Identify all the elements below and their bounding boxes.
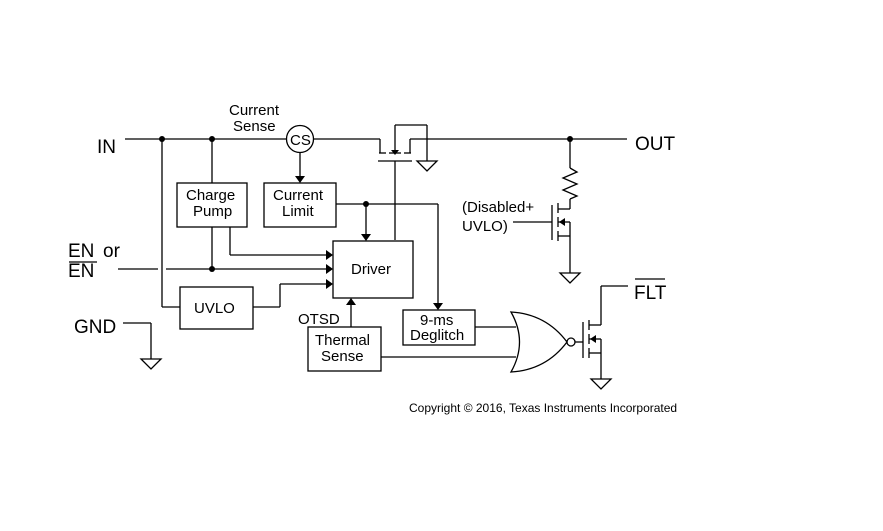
thermal-sense-label-line2: Sense <box>321 348 364 365</box>
pin-en-text: EN <box>68 241 94 262</box>
thermal-sense-block <box>307 326 382 372</box>
pin-gnd-label: GND <box>74 317 116 338</box>
arrow-head <box>295 176 305 183</box>
current-sense-cs-text: CS <box>290 132 311 149</box>
charge-pump-block <box>176 182 248 228</box>
arrow-head <box>361 234 371 241</box>
uvlo-label: UVLO <box>194 300 235 317</box>
otsd-label: OTSD <box>298 311 340 328</box>
deglitch-block <box>402 309 476 346</box>
deglitch-label-line1: 9-ms <box>420 312 453 329</box>
current-limit-label-line1: Current <box>273 187 324 204</box>
ground-symbol <box>139 358 163 370</box>
pin-en-label: EN or EN <box>68 241 121 282</box>
current-limit-block <box>263 182 337 228</box>
or-gate-inverter-bubble <box>566 337 576 347</box>
current-sense-label-line1: Current <box>229 102 280 119</box>
arrow-head <box>433 303 443 310</box>
arrow-head <box>326 250 333 260</box>
current-sense-label-line2: Sense <box>233 118 276 135</box>
discharge-resistor <box>561 167 579 200</box>
copyright-text: Copyright © 2016, Texas Instruments Inco… <box>409 401 677 415</box>
arrow-head <box>326 264 333 274</box>
arrow-head <box>346 298 356 305</box>
pin-in-label: IN <box>97 137 116 158</box>
current-limit-label-line2: Limit <box>282 203 315 220</box>
disabled-label-line2: UVLO) <box>462 218 508 235</box>
deglitch-label-line2: Deglitch <box>410 327 464 344</box>
pin-flt-label: FLT <box>634 278 667 304</box>
disabled-label-line1: (Disabled+ <box>462 199 534 216</box>
driver-label: Driver <box>351 261 391 278</box>
uvlo-block <box>179 286 254 330</box>
pin-en-or-text: or <box>103 241 121 262</box>
current-sense-circle <box>285 124 315 154</box>
arrow-head <box>326 279 333 289</box>
discharge-fet-symbol <box>513 199 582 284</box>
pin-out-label: OUT <box>635 134 676 155</box>
charge-pump-label-line1: Charge <box>186 187 235 204</box>
or-gate-symbol <box>509 311 568 373</box>
pass-fet-symbol <box>378 124 439 240</box>
charge-pump-label-line2: Pump <box>193 203 232 220</box>
pin-flt-text: FLT <box>634 283 667 304</box>
pin-en-bar-text: EN <box>68 261 94 282</box>
thermal-sense-label-line1: Thermal <box>315 332 370 349</box>
flt-fet-symbol <box>582 285 628 390</box>
driver-block <box>332 240 414 299</box>
